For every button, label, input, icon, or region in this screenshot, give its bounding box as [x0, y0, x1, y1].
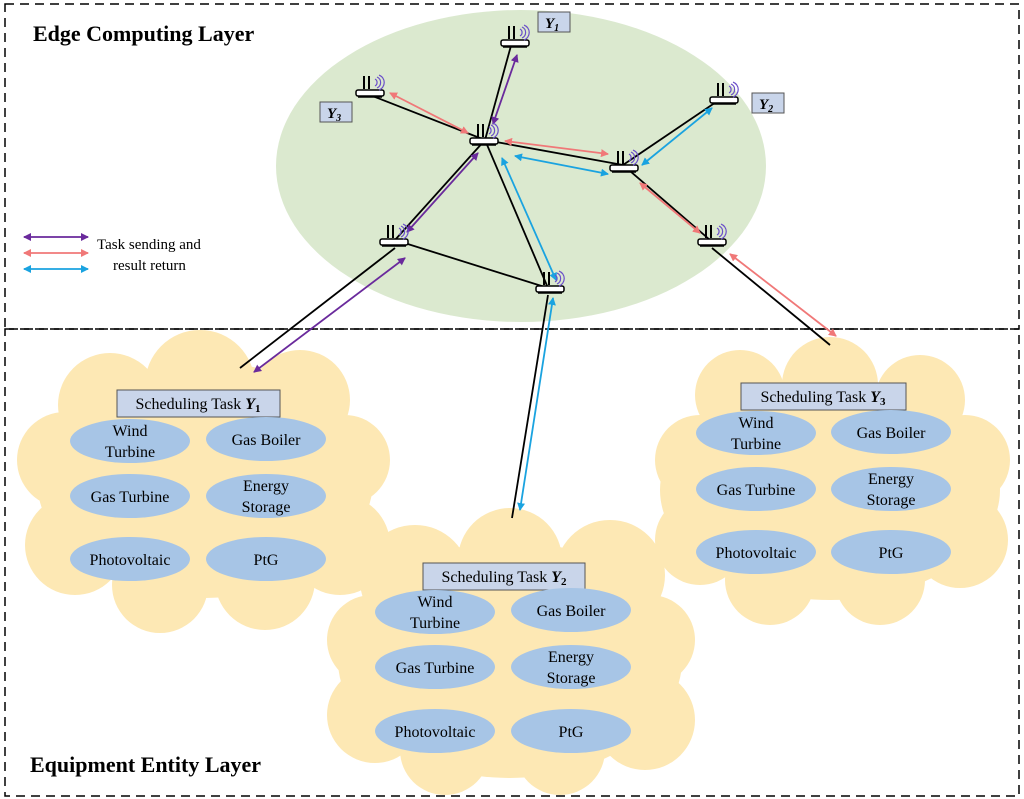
arrow-salmon-right-lower — [639, 182, 701, 234]
arrow-salmon-hub-right — [504, 137, 609, 158]
link-lower-task3 — [711, 247, 831, 346]
svg-text:Turbine: Turbine — [731, 436, 781, 453]
svg-text:Y3: Y3 — [327, 106, 341, 124]
arrow-purple-left-task1 — [253, 257, 406, 373]
task-group-1: Scheduling Task Y1 Wind Turbine Gas Boil… — [70, 389, 326, 581]
equipment-layer-frame — [4, 328, 1020, 797]
equipment-layer-title: Equipment Entity Layer — [30, 752, 261, 777]
svg-text:Gas Turbine: Gas Turbine — [396, 660, 475, 677]
t3-wind-turbine — [696, 411, 816, 455]
t3-energy-storage — [831, 467, 951, 511]
t2-photovoltaic — [375, 709, 495, 753]
legend-text-line2: result return — [113, 258, 186, 274]
t3-gas-boiler — [831, 410, 951, 454]
t1-photovoltaic — [70, 537, 190, 581]
cloud-task-1 — [17, 330, 390, 633]
t2-gas-turbine — [375, 645, 495, 689]
arrow-salmon-lower-task3 — [729, 253, 837, 337]
svg-text:PtG: PtG — [559, 724, 584, 741]
edge-layer-frame — [4, 3, 1020, 330]
arrow-salmon-hub-y3 — [389, 92, 469, 134]
task-3-label: Scheduling Task Y3 — [761, 389, 886, 408]
t3-photovoltaic — [696, 530, 816, 574]
svg-text:PtG: PtG — [879, 545, 904, 562]
t2-ptg — [511, 709, 631, 753]
svg-text:Photovoltaic: Photovoltaic — [716, 545, 797, 562]
svg-text:Photovoltaic: Photovoltaic — [90, 552, 171, 569]
svg-text:Gas Turbine: Gas Turbine — [91, 489, 170, 506]
task-1-label: Scheduling Task Y1 — [136, 396, 261, 415]
svg-text:Photovoltaic: Photovoltaic — [395, 724, 476, 741]
t1-wind-turbine — [70, 419, 190, 463]
arrow-cyan-bottom-task2 — [517, 297, 556, 511]
svg-text:Turbine: Turbine — [410, 615, 460, 632]
t1-gas-boiler — [206, 417, 326, 461]
svg-text:Gas Boiler: Gas Boiler — [232, 432, 302, 449]
legend: Task sending and result return — [23, 233, 201, 274]
svg-text:PtG: PtG — [254, 552, 279, 569]
task-group-2: Scheduling Task Y2 Wind Turbine Gas Boil… — [375, 562, 631, 753]
svg-text:Storage: Storage — [547, 670, 596, 687]
arrow-cyan-right-y2 — [641, 107, 713, 166]
edge-layer-title: Edge Computing Layer — [33, 21, 254, 46]
t1-ptg — [206, 537, 326, 581]
svg-text:Wind: Wind — [739, 415, 774, 432]
svg-text:Wind: Wind — [418, 594, 453, 611]
t3-ptg — [831, 530, 951, 574]
task-group-3: Scheduling Task Y3 Wind Turbine Gas Boil… — [696, 382, 951, 574]
svg-text:Storage: Storage — [242, 499, 291, 516]
node-label-y2: Y2 — [751, 92, 785, 115]
t2-energy-storage — [511, 645, 631, 689]
svg-text:Y2: Y2 — [759, 97, 773, 115]
svg-text:Gas Boiler: Gas Boiler — [857, 425, 927, 442]
arrow-purple-hub-y1 — [491, 54, 519, 125]
svg-text:Storage: Storage — [867, 492, 916, 509]
task-arrows — [253, 54, 837, 511]
svg-text:Turbine: Turbine — [105, 444, 155, 461]
arrow-purple-hub-left — [406, 152, 479, 233]
t1-energy-storage — [206, 474, 326, 518]
node-label-y3: Y3 — [319, 101, 353, 124]
svg-text:Wind: Wind — [113, 423, 148, 440]
arrow-cyan-hub-bottom — [501, 157, 557, 281]
task-2-label: Scheduling Task Y2 — [442, 569, 567, 588]
node-label-y1: Y1 — [537, 11, 571, 34]
svg-text:Energy: Energy — [548, 649, 594, 666]
t2-gas-boiler — [511, 588, 631, 632]
t3-gas-turbine — [696, 467, 816, 511]
link-left-task1 — [239, 247, 396, 369]
svg-text:Energy: Energy — [243, 478, 289, 495]
edge-region — [276, 10, 766, 322]
t2-wind-turbine — [375, 590, 495, 634]
legend-text-line1: Task sending and — [97, 237, 201, 253]
svg-text:Energy: Energy — [868, 471, 914, 488]
cloud-task-2 — [327, 508, 695, 795]
svg-text:Gas Turbine: Gas Turbine — [717, 482, 796, 499]
svg-text:Y1: Y1 — [545, 16, 559, 34]
t1-gas-turbine — [70, 474, 190, 518]
svg-text:Gas Boiler: Gas Boiler — [537, 603, 607, 620]
